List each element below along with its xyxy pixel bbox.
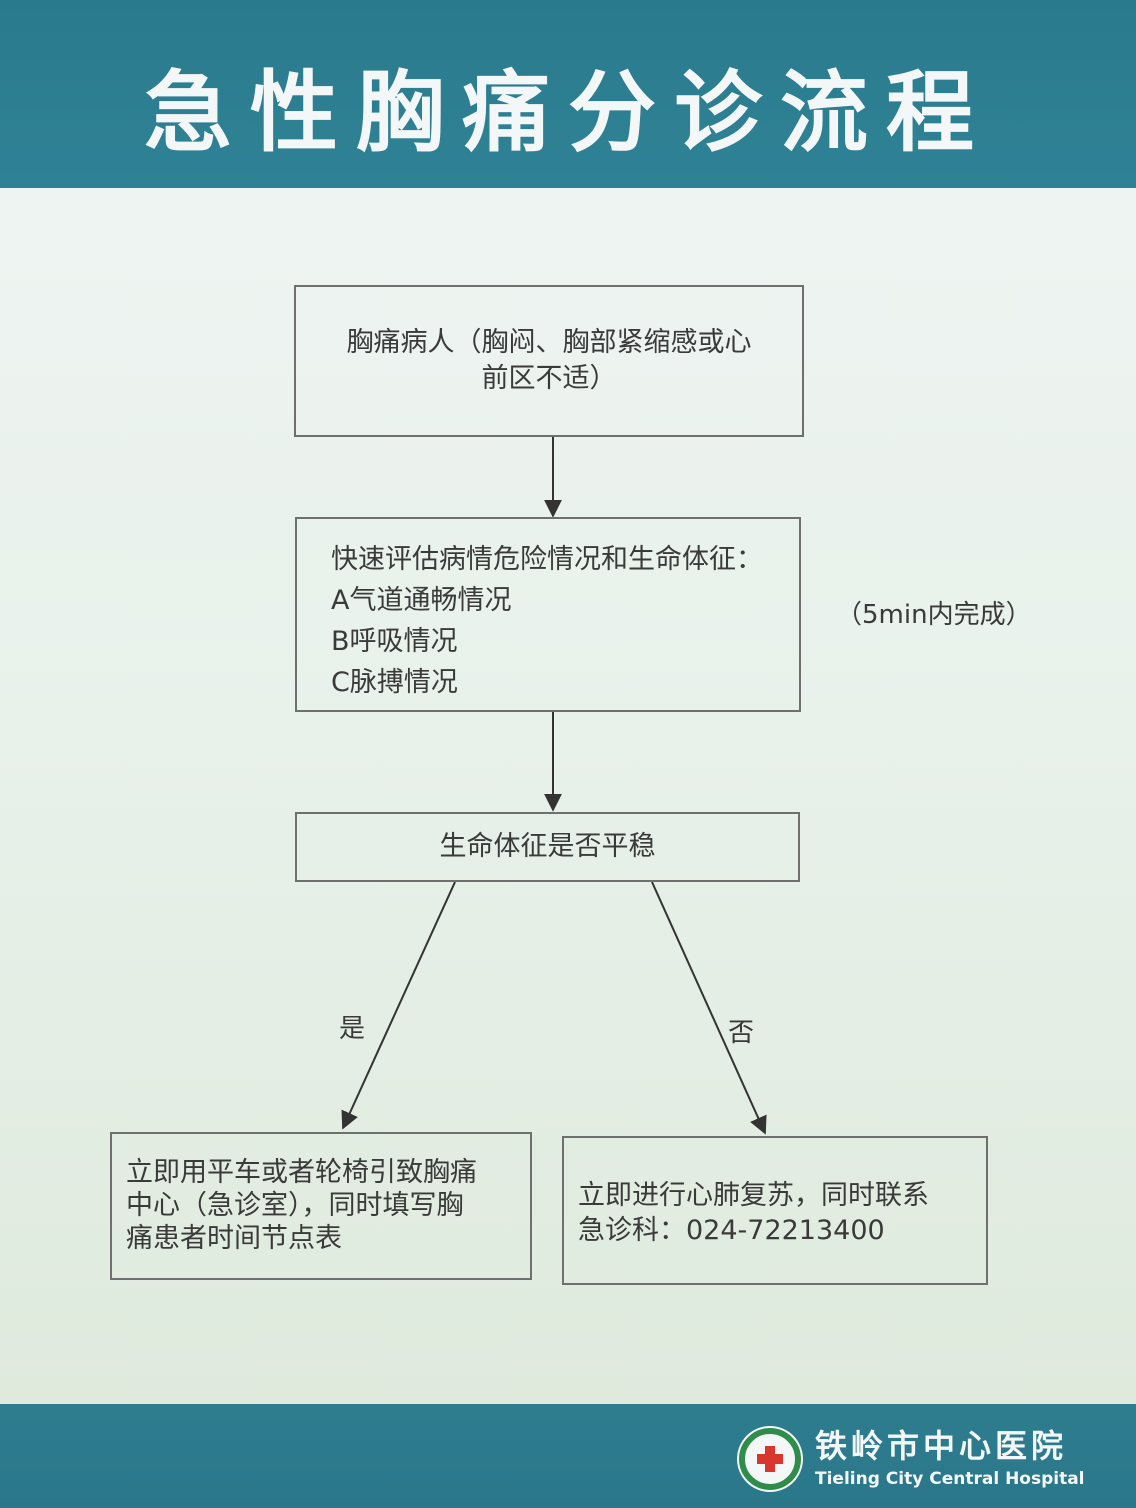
step1-line: 前区不适） xyxy=(481,363,617,394)
time-limit-note: （5min内完成） xyxy=(836,600,1032,630)
page-title: 急性胸痛分诊流程 xyxy=(143,61,992,164)
hospital-logo-icon xyxy=(737,1426,803,1492)
step1-line: 胸痛病人（胸闷、胸部紧缩感或心 xyxy=(346,327,752,358)
step-chest-pain-patient: 胸痛病人（胸闷、胸部紧缩感或心 前区不适） xyxy=(294,285,804,437)
branch-label-no: 否 xyxy=(728,1018,755,1048)
outcome-cpr-and-contact-er: 立即进行心肺复苏，同时联系 急诊科：024-72213400 xyxy=(562,1136,988,1285)
flowchart-panel xyxy=(0,188,1136,1404)
assessment-line: B呼吸情况 xyxy=(331,626,458,657)
yes-outcome-line: 中心（急诊室），同时填写胸 xyxy=(126,1190,464,1221)
assessment-line: 快速评估病情危险情况和生命体征： xyxy=(331,544,763,575)
branch-label-yes: 是 xyxy=(339,1014,366,1044)
hospital-name-en: Tieling City Central Hospital xyxy=(815,1469,1085,1489)
arrow-decision-to-yes xyxy=(341,881,456,1130)
header-banner: 急性胸痛分诊流程 xyxy=(0,0,1136,188)
assessment-line: C脉搏情况 xyxy=(331,667,458,698)
outcome-transfer-to-chest-pain-center: 立即用平车或者轮椅引致胸痛 中心（急诊室），同时填写胸 痛患者时间节点表 xyxy=(110,1132,532,1280)
hospital-name-cn: 铁岭市中心医院 xyxy=(815,1427,1068,1465)
no-outcome-line: 立即进行心肺复苏，同时联系 xyxy=(578,1180,929,1211)
decision-label: 生命体征是否平稳 xyxy=(439,831,656,862)
arrow-decision-to-no xyxy=(651,881,767,1135)
no-outcome-line: 急诊科：024-72213400 xyxy=(578,1215,885,1246)
yes-outcome-line: 痛患者时间节点表 xyxy=(126,1223,342,1254)
decision-vital-signs-stable: 生命体征是否平稳 xyxy=(295,812,800,882)
yes-outcome-line: 立即用平车或者轮椅引致胸痛 xyxy=(126,1157,477,1188)
step-rapid-assessment: 快速评估病情危险情况和生命体征： A气道通畅情况 B呼吸情况 C脉搏情况 xyxy=(295,517,801,712)
assessment-line: A气道通畅情况 xyxy=(331,585,512,616)
footer-banner xyxy=(0,1404,1136,1508)
